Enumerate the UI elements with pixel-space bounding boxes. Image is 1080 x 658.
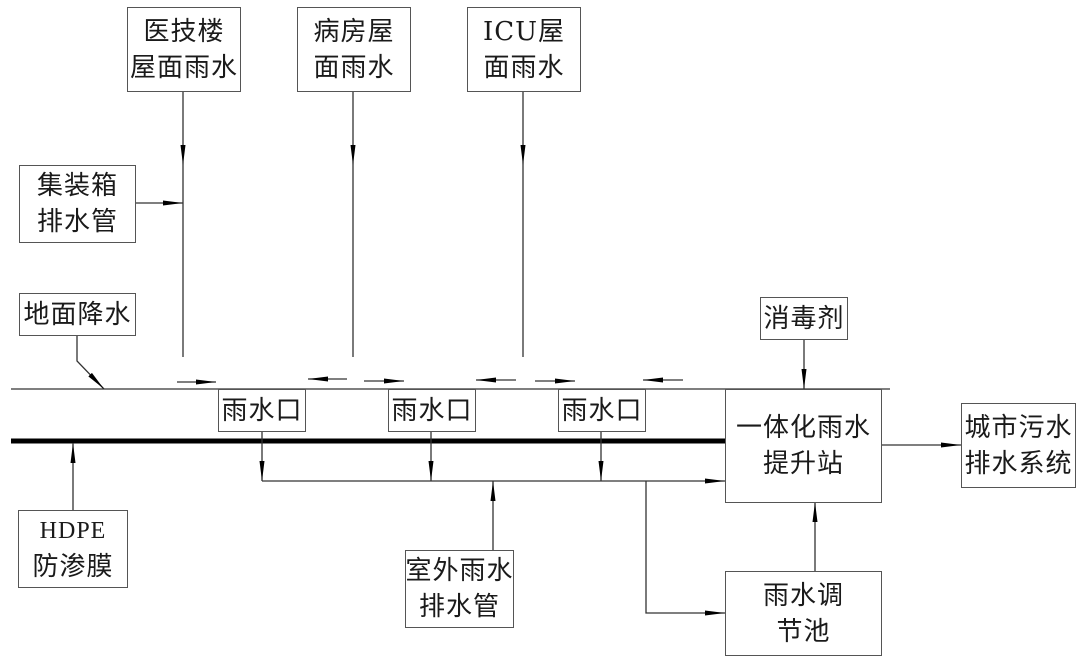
node-label-line: 雨水口 xyxy=(391,395,473,426)
node-label-line: 地面降水 xyxy=(23,299,132,330)
arrow-ground-precip xyxy=(76,335,105,390)
node-hdpe-membrane: HDPE 防渗膜 xyxy=(18,510,128,588)
node-label-line: 节池 xyxy=(776,616,831,647)
node-label-line: 病房屋 xyxy=(313,16,395,47)
node-label-line: 医技楼 xyxy=(143,16,225,47)
node-label-line: 雨水口 xyxy=(561,395,643,426)
node-label-line: 面雨水 xyxy=(313,52,395,83)
node-rain-inlet-1: 雨水口 xyxy=(218,389,306,432)
node-label-line: 消毒剂 xyxy=(763,303,845,334)
node-label-line: 屋面雨水 xyxy=(129,52,238,83)
node-storage-tank: 雨水调 节池 xyxy=(725,571,882,656)
node-city-sewer: 城市污水 排水系统 xyxy=(961,403,1076,488)
node-label-line: 集装箱 xyxy=(36,171,118,201)
node-label-line: 雨水口 xyxy=(221,395,303,426)
node-ward-roof: 病房屋 面雨水 xyxy=(297,7,411,92)
node-label-line: 排水系统 xyxy=(964,448,1073,479)
node-icu-roof: ICU屋 面雨水 xyxy=(467,7,581,92)
node-label-line: 城市污水 xyxy=(964,412,1073,443)
node-label-line: 面雨水 xyxy=(483,52,565,83)
arrow-collector-to-tank xyxy=(645,481,725,616)
node-rain-inlet-3: 雨水口 xyxy=(558,389,646,432)
node-ground-precipitation: 地面降水 xyxy=(19,293,136,336)
node-outdoor-drain-pipe: 室外雨水 排水管 xyxy=(405,550,514,628)
node-label-line: 雨水调 xyxy=(762,580,844,611)
node-label-line: 一体化雨水 xyxy=(735,413,871,443)
node-container-drain: 集装箱 排水管 xyxy=(19,165,136,243)
node-medical-tech-roof: 医技楼 屋面雨水 xyxy=(127,7,241,92)
node-label-line: 防渗膜 xyxy=(32,552,114,582)
node-lift-station: 一体化雨水 提升站 xyxy=(725,389,882,503)
node-disinfectant: 消毒剂 xyxy=(760,297,848,340)
node-label-line: 排水管 xyxy=(36,207,118,237)
node-rain-inlet-2: 雨水口 xyxy=(388,389,476,432)
node-label-line: 室外雨水 xyxy=(405,556,514,586)
node-label-line: 提升站 xyxy=(762,449,844,479)
node-label-line: HDPE xyxy=(39,518,107,544)
node-label-line: 排水管 xyxy=(418,592,500,622)
node-label-line: ICU屋 xyxy=(482,16,566,47)
